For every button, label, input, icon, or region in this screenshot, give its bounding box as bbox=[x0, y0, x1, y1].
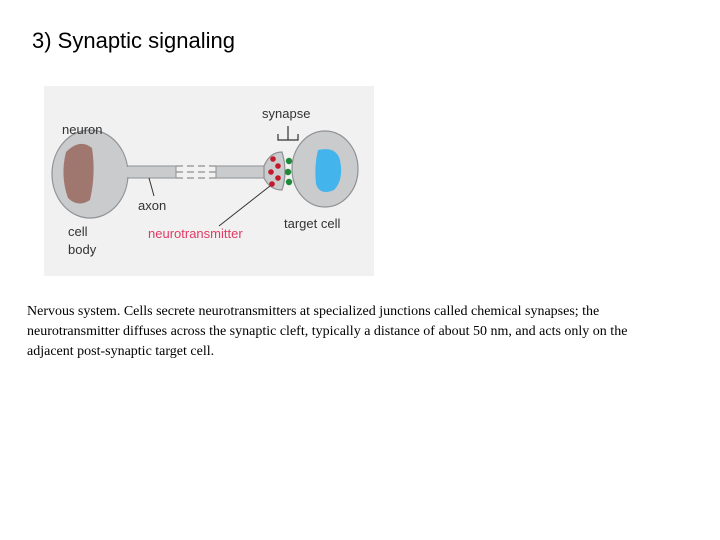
vesicle bbox=[275, 175, 281, 181]
axon-distal bbox=[215, 165, 269, 179]
neurotransmitter-pointer bbox=[218, 185, 271, 227]
vesicle bbox=[275, 163, 281, 169]
axon-hillock bbox=[122, 167, 132, 177]
label-neurotransmitter: neurotransmitter bbox=[148, 226, 243, 241]
synapse-diagram-svg: neuron synapse axon cell body neurotrans… bbox=[44, 86, 374, 276]
receptor bbox=[285, 178, 293, 186]
label-cell: cell bbox=[68, 224, 88, 239]
slide-title: 3) Synaptic signaling bbox=[32, 28, 236, 53]
vesicle bbox=[269, 181, 275, 187]
label-neuron: neuron bbox=[62, 122, 102, 137]
caption-text: Nervous system. Cells secrete neurotrans… bbox=[27, 304, 628, 359]
target-cell-nucleus bbox=[315, 149, 342, 192]
label-target-cell: target cell bbox=[284, 216, 340, 231]
neuron-nucleus bbox=[63, 143, 94, 204]
axon-pointer bbox=[148, 177, 155, 197]
synapse-diagram: neuron synapse axon cell body neurotrans… bbox=[44, 86, 374, 276]
label-axon: axon bbox=[138, 198, 166, 213]
label-body: body bbox=[68, 242, 97, 257]
receptor bbox=[285, 157, 293, 165]
receptor bbox=[284, 168, 292, 176]
vesicle bbox=[270, 156, 276, 162]
label-synapse: synapse bbox=[262, 106, 310, 121]
vesicle bbox=[268, 169, 274, 175]
